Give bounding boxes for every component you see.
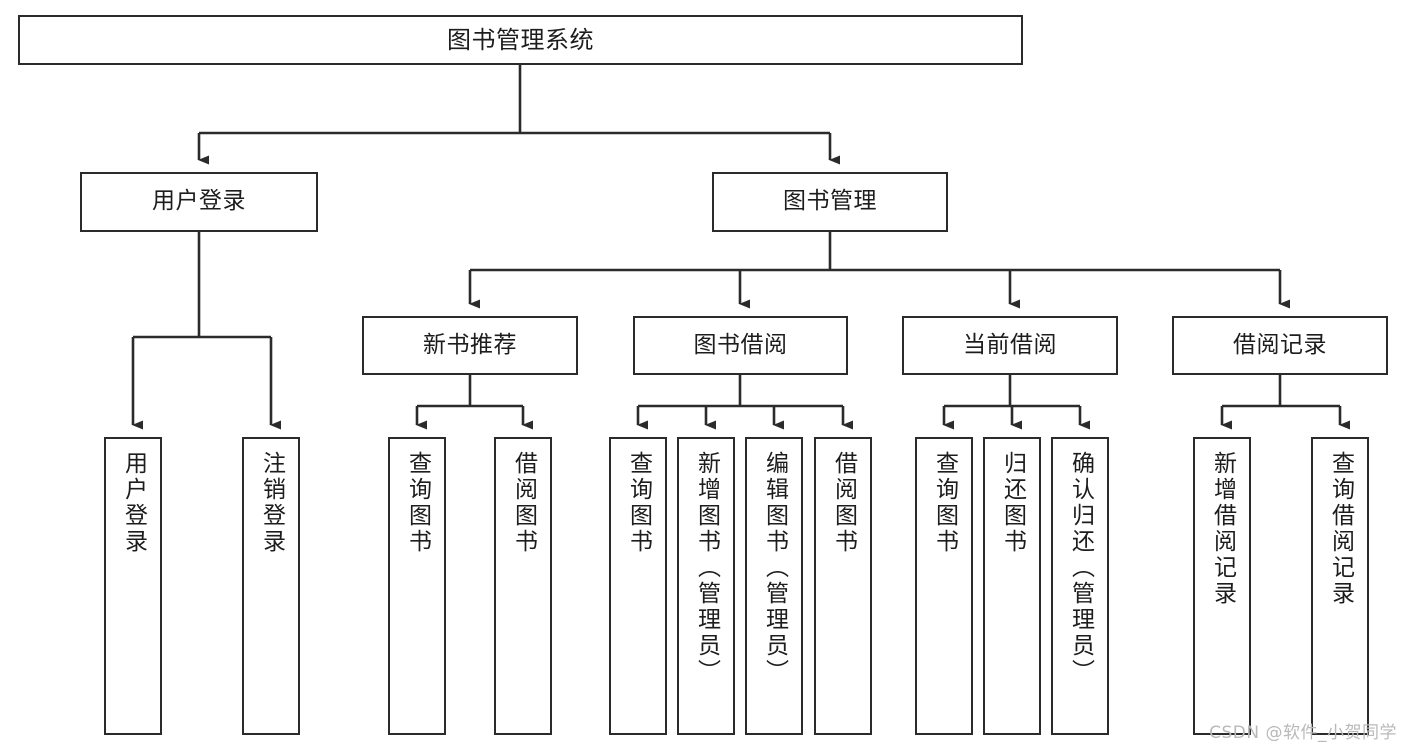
leaf-query-borrow-record[interactable]: 查询借阅记录 bbox=[1311, 437, 1369, 735]
node-book-borrowing[interactable]: 图书借阅 bbox=[633, 316, 848, 375]
node-borrowing-record[interactable]: 借阅记录 bbox=[1172, 316, 1388, 375]
node-user-login[interactable]: 用户登录 bbox=[80, 172, 318, 232]
edges-root-to-level2 bbox=[197, 65, 840, 165]
edges-currentborrow-to-leaves bbox=[942, 375, 1090, 430]
edges-bookborrow-to-leaves bbox=[636, 375, 853, 430]
node-label: 用户登录 bbox=[152, 188, 246, 215]
node-label: 新增借阅记录 bbox=[1209, 451, 1236, 607]
watermark: CSDN @软件_小贺同学 bbox=[1209, 723, 1397, 743]
node-label: 新增图书（管理员） bbox=[693, 451, 720, 685]
node-label: 查询图书 bbox=[931, 451, 958, 555]
leaf-edit-book-admin[interactable]: 编辑图书（管理员） bbox=[745, 437, 803, 735]
node-label: 当前借阅 bbox=[963, 331, 1057, 358]
leaf-user-login[interactable]: 用户登录 bbox=[104, 437, 162, 735]
edges-userlogin-to-leaves bbox=[131, 232, 281, 430]
node-root-book-management-system[interactable]: 图书管理系统 bbox=[18, 15, 1023, 65]
node-label: 查询借阅记录 bbox=[1327, 451, 1354, 607]
node-label: 用户登录 bbox=[120, 451, 147, 555]
leaf-add-borrow-record[interactable]: 新增借阅记录 bbox=[1193, 437, 1251, 735]
leaf-add-book-admin[interactable]: 新增图书（管理员） bbox=[677, 437, 735, 735]
leaf-return-book[interactable]: 归还图书 bbox=[983, 437, 1041, 735]
node-label: 查询图书 bbox=[404, 451, 431, 555]
node-label: 编辑图书（管理员） bbox=[761, 451, 788, 685]
node-label: 归还图书 bbox=[999, 451, 1026, 555]
edges-bookmgmt-to-level3 bbox=[468, 232, 1290, 309]
leaf-query-book-current[interactable]: 查询图书 bbox=[915, 437, 973, 735]
node-label: 图书借阅 bbox=[693, 331, 788, 358]
node-label: 图书管理 bbox=[783, 188, 877, 215]
edges-borrowrecord-to-leaves bbox=[1220, 375, 1350, 430]
node-current-borrowing[interactable]: 当前借阅 bbox=[902, 316, 1118, 375]
leaf-query-book-borrow[interactable]: 查询图书 bbox=[609, 437, 667, 735]
leaf-query-book-recommend[interactable]: 查询图书 bbox=[388, 437, 446, 735]
node-label: 借阅图书 bbox=[510, 451, 537, 555]
leaf-borrow-book[interactable]: 借阅图书 bbox=[814, 437, 872, 735]
node-book-management[interactable]: 图书管理 bbox=[712, 172, 948, 232]
node-label: 新书推荐 bbox=[423, 331, 517, 358]
node-label: 确认归还（管理员） bbox=[1067, 451, 1094, 685]
leaf-confirm-return-admin[interactable]: 确认归还（管理员） bbox=[1051, 437, 1109, 735]
node-new-book-recommendation[interactable]: 新书推荐 bbox=[362, 316, 578, 375]
node-label: 借阅图书 bbox=[830, 451, 857, 555]
edges-newbook-to-leaves bbox=[415, 375, 533, 430]
node-label: 查询图书 bbox=[625, 451, 652, 555]
leaf-logout[interactable]: 注销登录 bbox=[242, 437, 300, 735]
node-label: 注销登录 bbox=[258, 451, 285, 555]
node-label: 借阅记录 bbox=[1233, 331, 1327, 358]
node-label: 图书管理系统 bbox=[447, 25, 594, 54]
leaf-borrow-book-recommend[interactable]: 借阅图书 bbox=[494, 437, 552, 735]
